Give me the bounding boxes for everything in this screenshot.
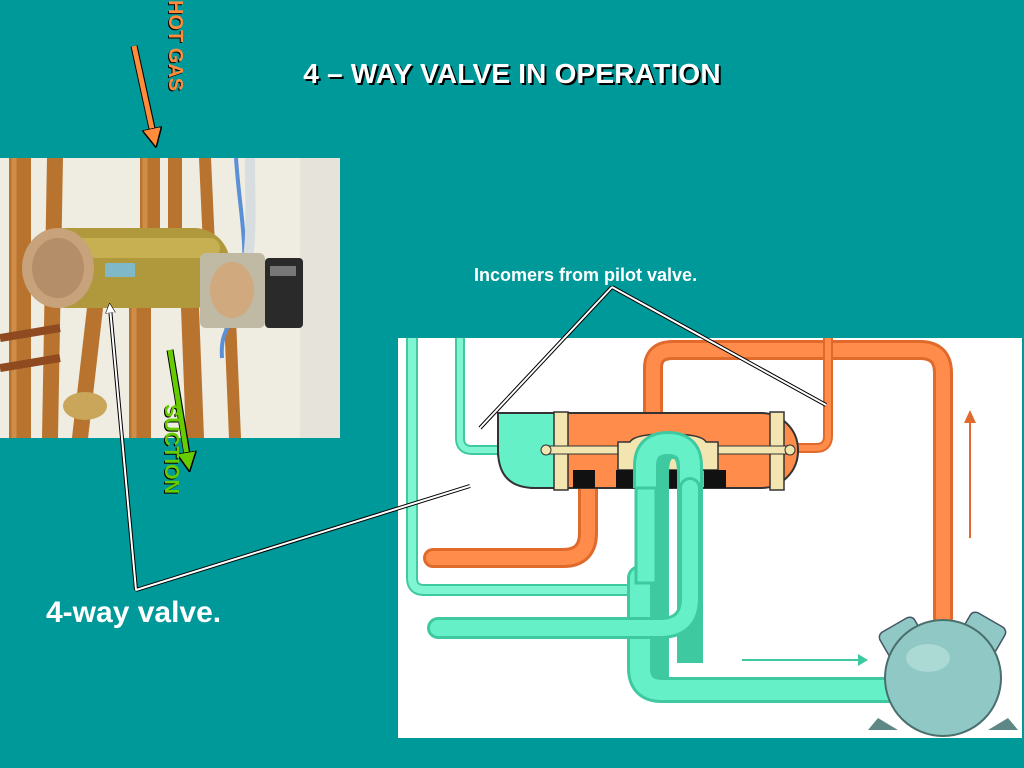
slide-title: 4 – WAY VALVE IN OPERATION: [303, 58, 721, 89]
suction-label: SUCTION: [160, 404, 182, 494]
valve-photo: [0, 158, 340, 438]
schematic-drawing: [406, 338, 1018, 737]
valve-schematic: [398, 338, 1022, 738]
four-way-valve-label: 4-way valve.: [46, 596, 222, 629]
incomers-label: Incomers from pilot valve.: [474, 265, 698, 285]
hot-gas-label: HOT GAS: [164, 0, 186, 92]
valve-photo-illustration: [0, 158, 340, 438]
